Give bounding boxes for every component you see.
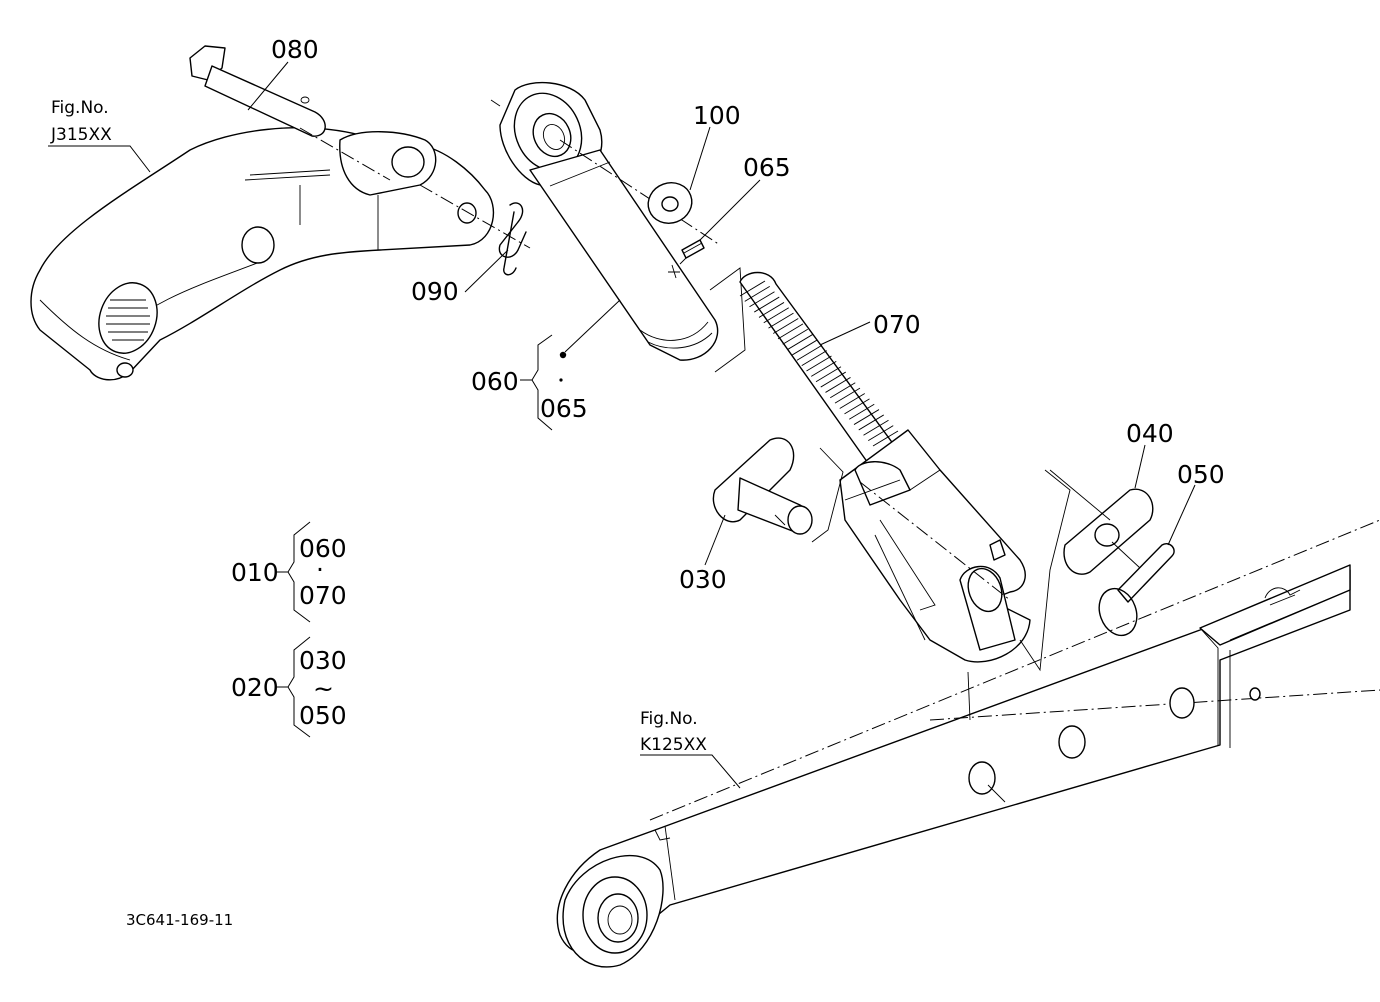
assembly-010-separator: · xyxy=(316,555,324,584)
thread-line xyxy=(811,360,837,377)
r-clip-090 xyxy=(419,184,531,276)
thread-line xyxy=(849,403,875,420)
thread-line xyxy=(868,425,894,442)
callout-040: 040 xyxy=(1126,419,1174,448)
fig-ref-lower-number: K125XX xyxy=(640,735,707,755)
zigzag-2 xyxy=(1019,469,1071,672)
callout-030: 030 xyxy=(679,565,727,594)
thread-line xyxy=(796,344,823,361)
bracket-010 xyxy=(276,521,311,623)
threaded-rod-070 xyxy=(739,271,906,481)
thread-line xyxy=(754,296,780,313)
thread-line xyxy=(820,371,846,388)
fig-ref-upper-label: Fig.No. xyxy=(51,98,109,118)
thread-line xyxy=(773,318,799,334)
link-plate-040 xyxy=(1049,469,1154,575)
thread-line xyxy=(768,312,794,329)
thread-line xyxy=(863,419,889,436)
bracket-020 xyxy=(276,636,311,738)
thread-line xyxy=(749,291,775,308)
bracket-outline xyxy=(709,267,746,373)
pin-080 xyxy=(189,45,391,181)
zigzag-1 xyxy=(811,447,844,543)
assembly-020-id: 020 xyxy=(231,673,279,702)
grease-nipple-065 xyxy=(679,239,705,265)
thread-line xyxy=(815,366,842,383)
lift-arm xyxy=(30,127,495,381)
lower-link xyxy=(556,519,1380,968)
fig-ref-upper-number: J315XX xyxy=(50,125,112,145)
callout-050: 050 xyxy=(1177,460,1225,489)
callout-065-bracket: 065 xyxy=(540,394,588,423)
lynch-pin-050 xyxy=(1098,543,1175,637)
assembly-020-separator: ~ xyxy=(313,674,334,703)
callout-100: 100 xyxy=(693,101,741,130)
thread-line xyxy=(825,377,851,393)
thread-line xyxy=(758,302,785,318)
fig-ref-lower-label: Fig.No. xyxy=(640,709,698,729)
callout-090: 090 xyxy=(411,277,459,306)
thread-line xyxy=(839,393,865,409)
assembly-020-part-2: 050 xyxy=(299,701,347,730)
thread-line xyxy=(792,339,818,356)
assembly-020-part-1: 030 xyxy=(299,646,347,675)
thread-line xyxy=(834,387,861,404)
thread-line xyxy=(782,328,808,345)
drawing-code: 3C641-169-11 xyxy=(126,911,233,929)
thread-line xyxy=(801,350,827,367)
thread-line xyxy=(777,323,804,340)
washer-100 xyxy=(647,182,693,224)
callout-065: 065 xyxy=(743,153,791,182)
callout-070: 070 xyxy=(873,310,921,339)
thread-line xyxy=(872,430,899,447)
callout-080: 080 xyxy=(271,35,319,64)
leader-lines xyxy=(48,61,1196,789)
assembly-010-part-1: 060 xyxy=(299,534,347,563)
bracket-060-065 xyxy=(520,334,567,431)
thread-line xyxy=(853,409,880,425)
top-link-body xyxy=(490,81,721,361)
thread-line xyxy=(763,307,789,324)
thread-line xyxy=(830,382,856,399)
thread-line xyxy=(858,414,884,431)
thread-line xyxy=(844,398,870,415)
clevis-070 xyxy=(839,429,1031,663)
callout-060: 060 xyxy=(471,367,519,396)
assembly-010-part-2: 070 xyxy=(299,581,347,610)
thread-line xyxy=(787,334,813,350)
thread-line xyxy=(744,285,770,302)
assembly-010-id: 010 xyxy=(231,558,279,587)
thread-line xyxy=(806,355,832,372)
t-pin-030 xyxy=(712,437,813,535)
thread-line xyxy=(739,280,766,297)
